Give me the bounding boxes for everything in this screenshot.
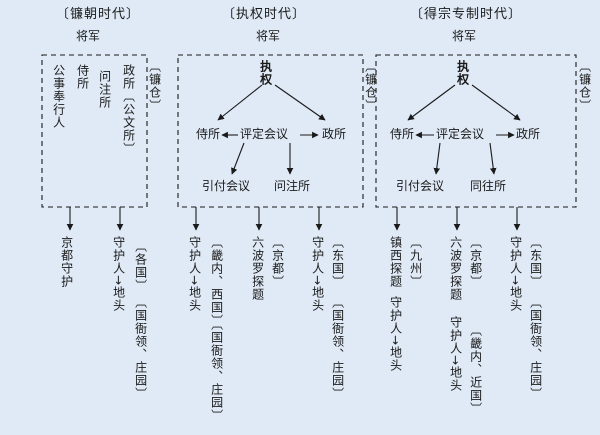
panel2-togoku: 〔东国〕 xyxy=(330,236,345,288)
panel2-monchujo: 问注所 xyxy=(274,179,311,193)
panel2-rokuhara: 六波罗探题 xyxy=(250,236,265,301)
panel3-mandokoro: 政所 xyxy=(516,127,541,141)
panel2-shikken: 执权 xyxy=(258,60,273,86)
panel2-side: 〔镰仓〕 xyxy=(363,60,378,112)
panel1-estates: 〔国衙领、庄园〕 xyxy=(133,296,148,400)
panel3-monchujo: 同往所 xyxy=(470,179,507,193)
panel3-hyojo: 评定会议 xyxy=(436,127,485,141)
panel3-estates: 〔国衙领、庄园〕 xyxy=(528,296,543,400)
panel1-mandokoro: 政所〔公文所〕 xyxy=(121,64,136,155)
panel3-side: 〔镰仓〕 xyxy=(577,60,592,112)
panel2-shugo-jito-east: 守护人→地头 xyxy=(310,236,325,313)
panel2-box xyxy=(177,54,364,208)
panel3-box xyxy=(375,54,577,208)
panel1-monchujo: 问注所 xyxy=(97,70,112,109)
panel2-kinai-saigoku: 〔畿内、西国〕 xyxy=(209,236,224,327)
panel1-kyoto-shugo: 京都守护 xyxy=(59,236,74,288)
panel3-kyoto: 〔京都〕 xyxy=(468,236,483,288)
panel3-shugo-jito-kinai: 守护人→地头 xyxy=(448,316,463,393)
panel3-shikken: 执权 xyxy=(455,60,470,86)
panel1-samuraidokoro: 侍所 xyxy=(75,64,90,90)
panel3-hikitsuke: 引付会议 xyxy=(396,179,445,193)
panel2-hikitsuke: 引付会议 xyxy=(202,179,251,193)
panel3-rokuhara: 六波罗探题 xyxy=(448,236,463,301)
panel2-estates-east: 〔国衙领、庄园〕 xyxy=(330,296,345,400)
panel1-box xyxy=(41,54,148,208)
panel3-togoku: 〔东国〕 xyxy=(528,236,543,288)
panel1-side: 〔镰仓〕 xyxy=(147,60,162,112)
panel2-title: 〔执权时代〕 xyxy=(222,7,307,22)
panel1-kujibugyo: 公事奉行人 xyxy=(51,64,66,129)
panel1-shugo-jito: 守护人→地头 xyxy=(111,236,126,313)
panel2-mandokoro: 政所 xyxy=(322,127,347,141)
panel3-shugo-jito-east: 守护人→地头 xyxy=(508,236,523,313)
panel3-kyushu: 〔九州〕 xyxy=(408,236,423,288)
panel2-shugo-jito-west: 守护人→地头 xyxy=(187,236,202,313)
panel1-shogun: 将军 xyxy=(76,29,101,43)
panel2-kyoto: 〔京都〕 xyxy=(270,236,285,288)
panel1-title: 〔镰朝时代〕 xyxy=(56,7,141,22)
panel2-samuraidokoro: 侍所 xyxy=(196,127,221,141)
panel2-estates-west: 〔国衙领、庄园〕 xyxy=(209,318,224,422)
panel3-chinzei: 镇西探题 xyxy=(388,236,403,288)
panel3-shogun: 将军 xyxy=(452,29,477,43)
panel3-title: 〔得宗专制时代〕 xyxy=(410,7,523,22)
panel2-hyojo: 评定会议 xyxy=(240,127,289,141)
panel3-shugo-jito-kyushu: 守护人→地头 xyxy=(388,296,403,373)
panel1-provinces: 〔各国〕 xyxy=(133,240,148,292)
panel3-samuraidokoro: 侍所 xyxy=(390,127,415,141)
panel2-shogun: 将军 xyxy=(256,29,281,43)
panel3-kinai-kinkoku: 〔畿内、近国〕 xyxy=(468,324,483,415)
